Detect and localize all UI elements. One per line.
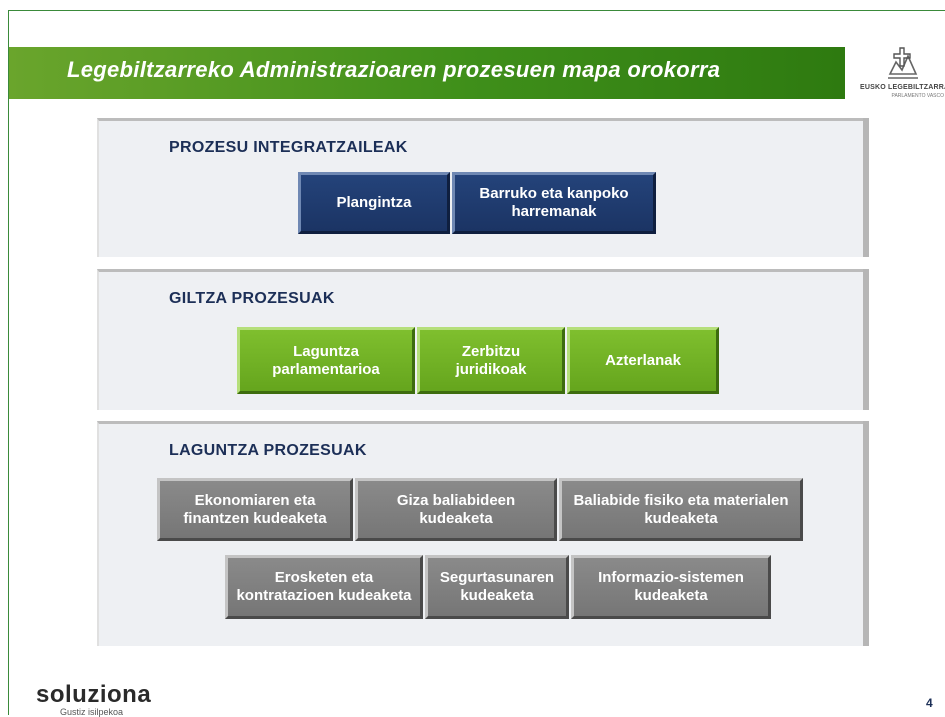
process-box-legal-services[interactable]: Zerbitzu juridikoak bbox=[417, 327, 565, 394]
panel-integrating-processes: PROZESU INTEGRATZAILEAK Plangintza Barru… bbox=[97, 118, 863, 257]
parliament-emblem-icon bbox=[888, 47, 918, 79]
process-box-planning[interactable]: Plangintza bbox=[298, 172, 450, 234]
process-box-information-systems[interactable]: Informazio-sistemen kudeaketa bbox=[571, 555, 771, 619]
frame-top-line bbox=[8, 10, 945, 11]
process-box-studies[interactable]: Azterlanak bbox=[567, 327, 719, 394]
process-box-procurement[interactable]: Erosketen eta kontratazioen kudeaketa bbox=[225, 555, 423, 619]
panel-title-integrating: PROZESU INTEGRATZAILEAK bbox=[169, 139, 408, 156]
process-box-parliamentary-support[interactable]: Laguntza parlamentarioa bbox=[237, 327, 415, 394]
process-box-security[interactable]: Segurtasunaren kudeaketa bbox=[425, 555, 569, 619]
slide-title: Legebiltzarreko Administrazioaren prozes… bbox=[67, 57, 721, 82]
process-box-relations[interactable]: Barruko eta kanpoko harremanak bbox=[452, 172, 656, 234]
parliament-logo: EUSKO LEGEBILTZARRA PARLAMENTO VASCO bbox=[858, 44, 945, 102]
page-number: 4 bbox=[926, 696, 933, 710]
panel-key-processes: GILTZA PROZESUAK Laguntza parlamentarioa… bbox=[97, 269, 863, 410]
footer-brand-logo: soluziona bbox=[36, 681, 152, 708]
logo-text-secondary: PARLAMENTO VASCO bbox=[891, 93, 944, 99]
process-box-human-resources[interactable]: Giza baliabideen kudeaketa bbox=[355, 478, 557, 541]
title-bar: Legebiltzarreko Administrazioaren prozes… bbox=[9, 47, 845, 99]
panel-support-processes: LAGUNTZA PROZESUAK Ekonomiaren eta finan… bbox=[97, 421, 863, 646]
frame-left-line bbox=[8, 10, 9, 715]
panel-title-support: LAGUNTZA PROZESUAK bbox=[169, 442, 367, 459]
panel-title-key: GILTZA PROZESUAK bbox=[169, 290, 335, 307]
process-box-economy-finance[interactable]: Ekonomiaren eta finantzen kudeaketa bbox=[157, 478, 353, 541]
process-box-physical-resources[interactable]: Baliabide fisiko eta materialen kudeaket… bbox=[559, 478, 803, 541]
footer-tagline: Gustiz isilpekoa bbox=[60, 707, 124, 717]
logo-text-primary: EUSKO LEGEBILTZARRA bbox=[860, 84, 945, 91]
